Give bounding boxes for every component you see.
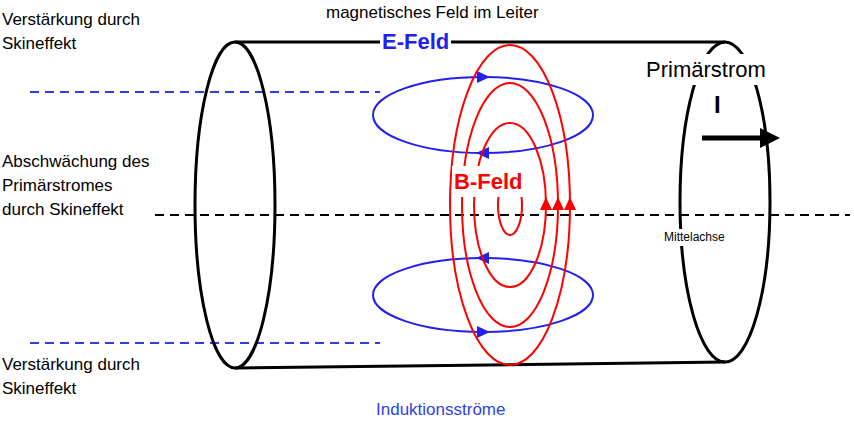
label-holder: Verstärkung durch Skineffekt — [0, 353, 152, 401]
current-label: Primärstrom — [644, 54, 768, 85]
label-holder: Primärstrom — [644, 54, 768, 85]
field-label: E-Feld — [380, 26, 451, 57]
title: magnetisches Feld im Leiter — [324, 1, 541, 25]
current-label: Induktionsströme — [374, 398, 507, 422]
axis-line — [155, 214, 850, 216]
annotation: Verstärkung durch Skineffekt — [0, 353, 152, 401]
current-arrow — [760, 128, 780, 148]
cylinder-edge — [235, 41, 725, 44]
title-holder: magnetisches Feld im Leiter — [324, 1, 541, 25]
field-arrow — [564, 197, 576, 210]
current-symbol: I — [712, 88, 723, 122]
label-holder: I — [712, 88, 723, 122]
label-holder: Mittelachse — [662, 229, 727, 246]
field-arrow — [552, 197, 564, 210]
field-arrow — [540, 197, 552, 210]
field-label: B-Feld — [452, 166, 524, 197]
label-holder: E-Feld — [380, 26, 451, 57]
label-holder: Induktionsströme — [374, 398, 507, 422]
cylinder-edge — [235, 362, 725, 368]
leader-line — [30, 342, 380, 344]
annotation: Verstärkung durch Skineffekt — [0, 8, 152, 56]
cylinder-end — [195, 42, 275, 368]
label-holder: B-Feld — [452, 166, 524, 197]
field-arrow — [477, 326, 490, 338]
cylinder-end — [680, 42, 770, 362]
current-arrow — [702, 136, 764, 141]
field-arrow — [477, 71, 490, 83]
annotation: Abschwächung des Primärstromes durch Ski… — [0, 150, 154, 222]
label-holder: Abschwächung des Primärstromes durch Ski… — [0, 150, 154, 222]
b-field-loop — [450, 45, 570, 365]
b-field-loop — [462, 83, 558, 327]
label-holder: Verstärkung durch Skineffekt — [0, 8, 152, 56]
axis-label: Mittelachse — [662, 229, 727, 246]
b-field-loop — [474, 123, 546, 287]
